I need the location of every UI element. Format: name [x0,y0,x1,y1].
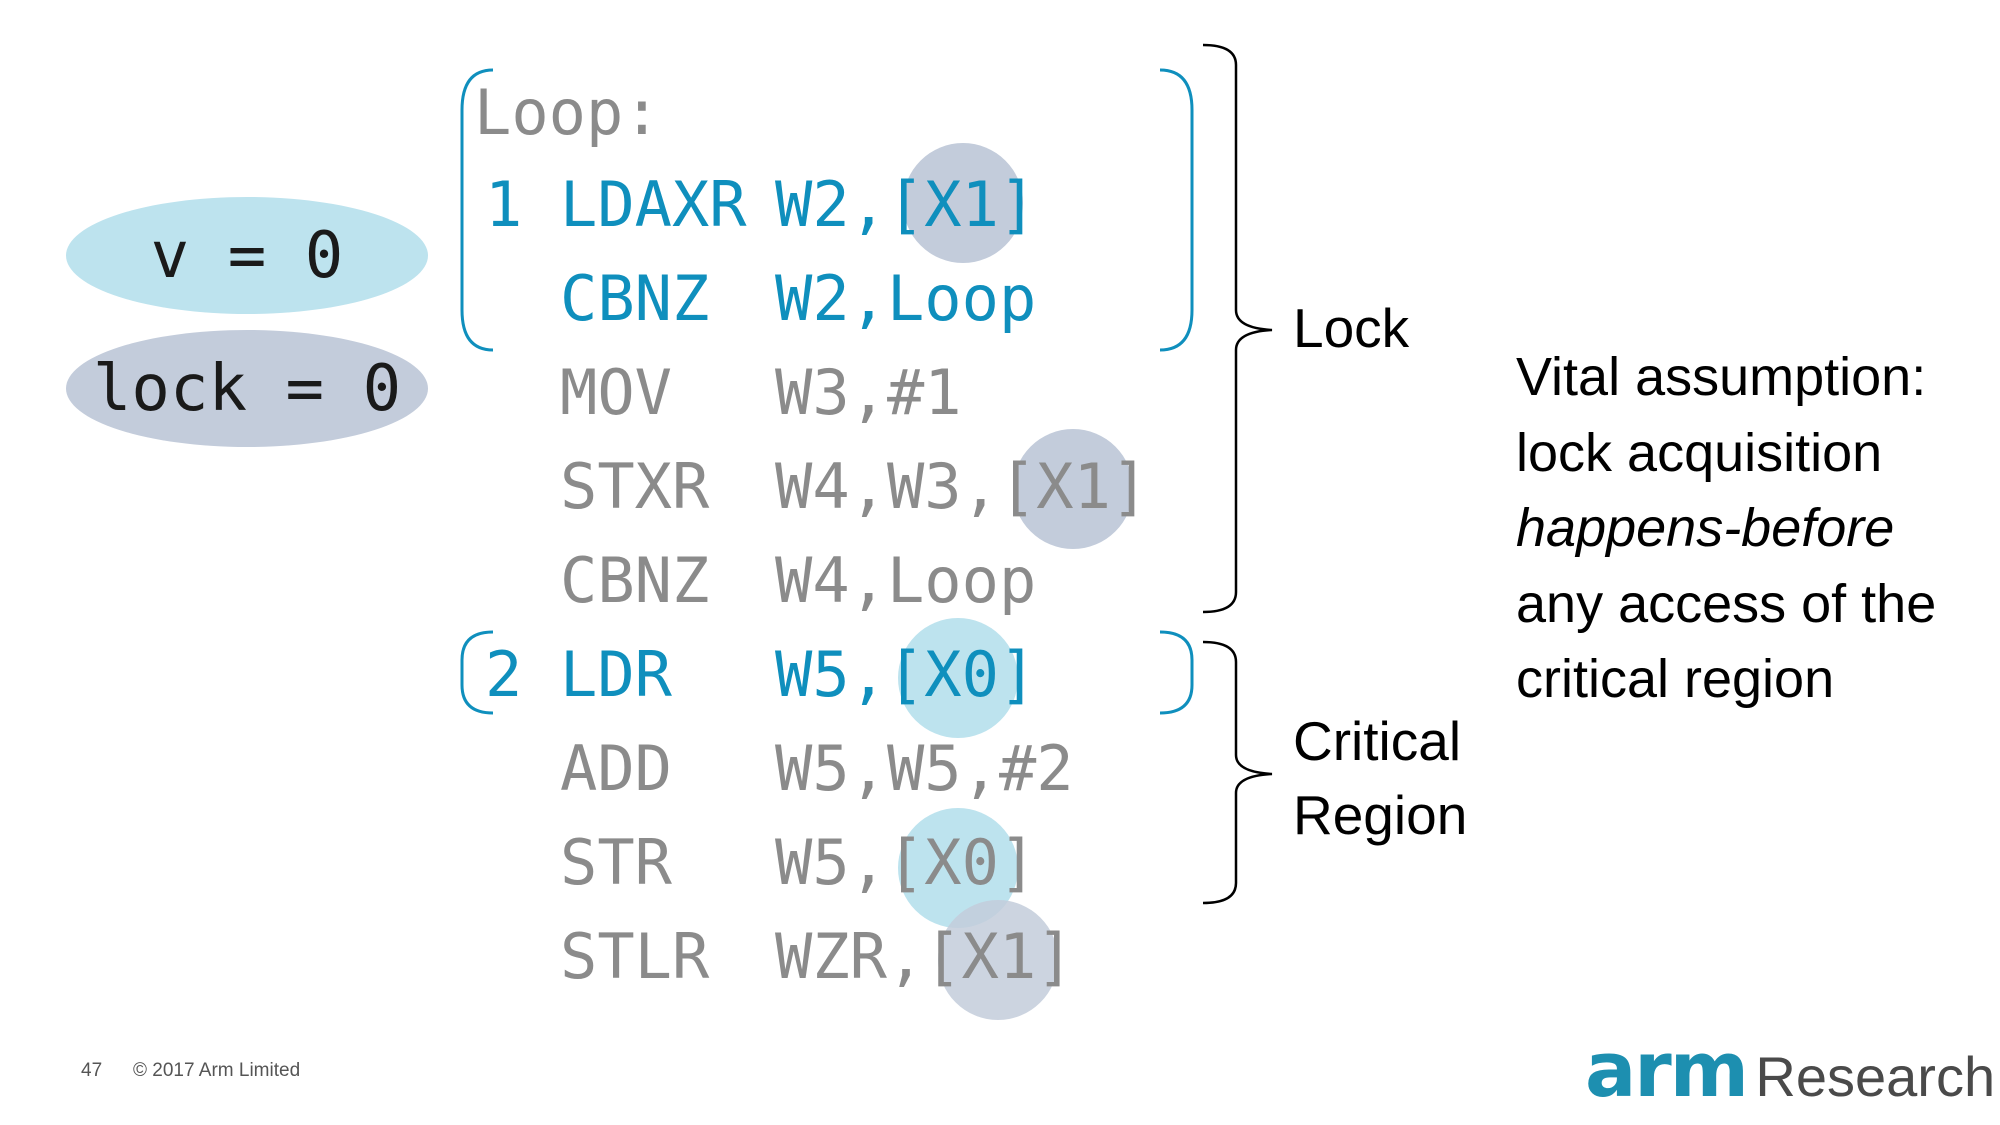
code-opcode: LDAXR [560,168,747,241]
code-opcode: STR [560,826,672,899]
code-line: CBNZ W2,Loop [485,259,1185,339]
variable-lock-text: lock = 0 [92,351,402,426]
right-paren-group-1 [1159,68,1194,352]
lock-brace [1202,43,1273,614]
variable-v: v = 0 [66,197,428,314]
code-opcode: CBNZ [560,544,710,617]
code-operands: W4,Loop [775,544,1037,617]
assumption-line2: lock acquisition [1516,422,1883,483]
research-wordmark: Research [1755,1045,1996,1108]
assumption-line5: critical region [1516,649,1835,709]
code-line: MOV W3,#1 [485,353,1185,433]
code-line: 2 LDR W5,[X0] [485,635,1185,715]
copyright: © 2017 Arm Limited [133,1060,301,1081]
code-operands: W5,[X0] [775,638,1037,711]
code-line: 1 LDAXR W2,[X1] [485,165,1185,245]
code-operands: W2,Loop [775,262,1037,335]
assumption-line1: Vital assumption: [1516,347,1927,407]
critical-label-line2: Region [1293,784,1468,846]
code-opcode: MOV [560,356,672,429]
code-opcode: ADD [560,732,672,805]
x0-highlight-circle [898,808,1018,928]
code-operands: W3,#1 [775,356,962,429]
code-operands: W2,[X1] [775,168,1037,241]
left-paren-group-2 [460,630,494,715]
arm-wordmark: arm [1585,1025,1749,1114]
code-operands: WZR,[X1] [775,920,1074,993]
variable-lock: lock = 0 [66,330,428,447]
arm-research-logo: arm Research [1585,1030,1995,1110]
code-line: CBNZ W4,Loop [485,541,1185,621]
lock-label: Lock [1293,297,1410,359]
code-line-number: 1 [485,168,523,241]
page-number: 47 [81,1060,103,1081]
loop-label: Loop: [474,76,661,149]
x0-highlight-circle [898,618,1018,738]
code-opcode: LDR [560,638,672,711]
code-operands: W4,W3,[X1] [775,450,1149,523]
variable-v-text: v = 0 [150,218,344,293]
code-line-number: 2 [485,638,523,711]
assumption-line4: any access of the [1516,573,1937,634]
code-line: ADD W5,W5,#2 [485,729,1185,809]
x1-highlight-circle [903,143,1023,263]
critical-label-line1: Critical [1293,710,1462,772]
code-operands: W5,[X0] [775,826,1037,899]
code-opcode: STLR [560,920,710,993]
code-operands: W5,W5,#2 [775,732,1074,805]
assumption-line3: happens-before [1516,498,1895,558]
critical-region-label: Critical Region [1293,704,1467,852]
critical-region-brace [1202,640,1273,905]
code-opcode: CBNZ [560,262,710,335]
code-line: STXR W4,W3,[X1] [485,447,1185,527]
assumption-text: Vital assumption: lock acquisition happe… [1516,340,1936,718]
x1-highlight-circle [938,900,1058,1020]
left-paren-group-1 [460,68,494,352]
code-line: STR W5,[X0] [485,823,1185,903]
x1-highlight-circle [1013,429,1133,549]
code-opcode: STXR [560,450,710,523]
code-line: STLR WZR,[X1] [485,917,1185,997]
right-paren-group-2 [1159,630,1194,715]
